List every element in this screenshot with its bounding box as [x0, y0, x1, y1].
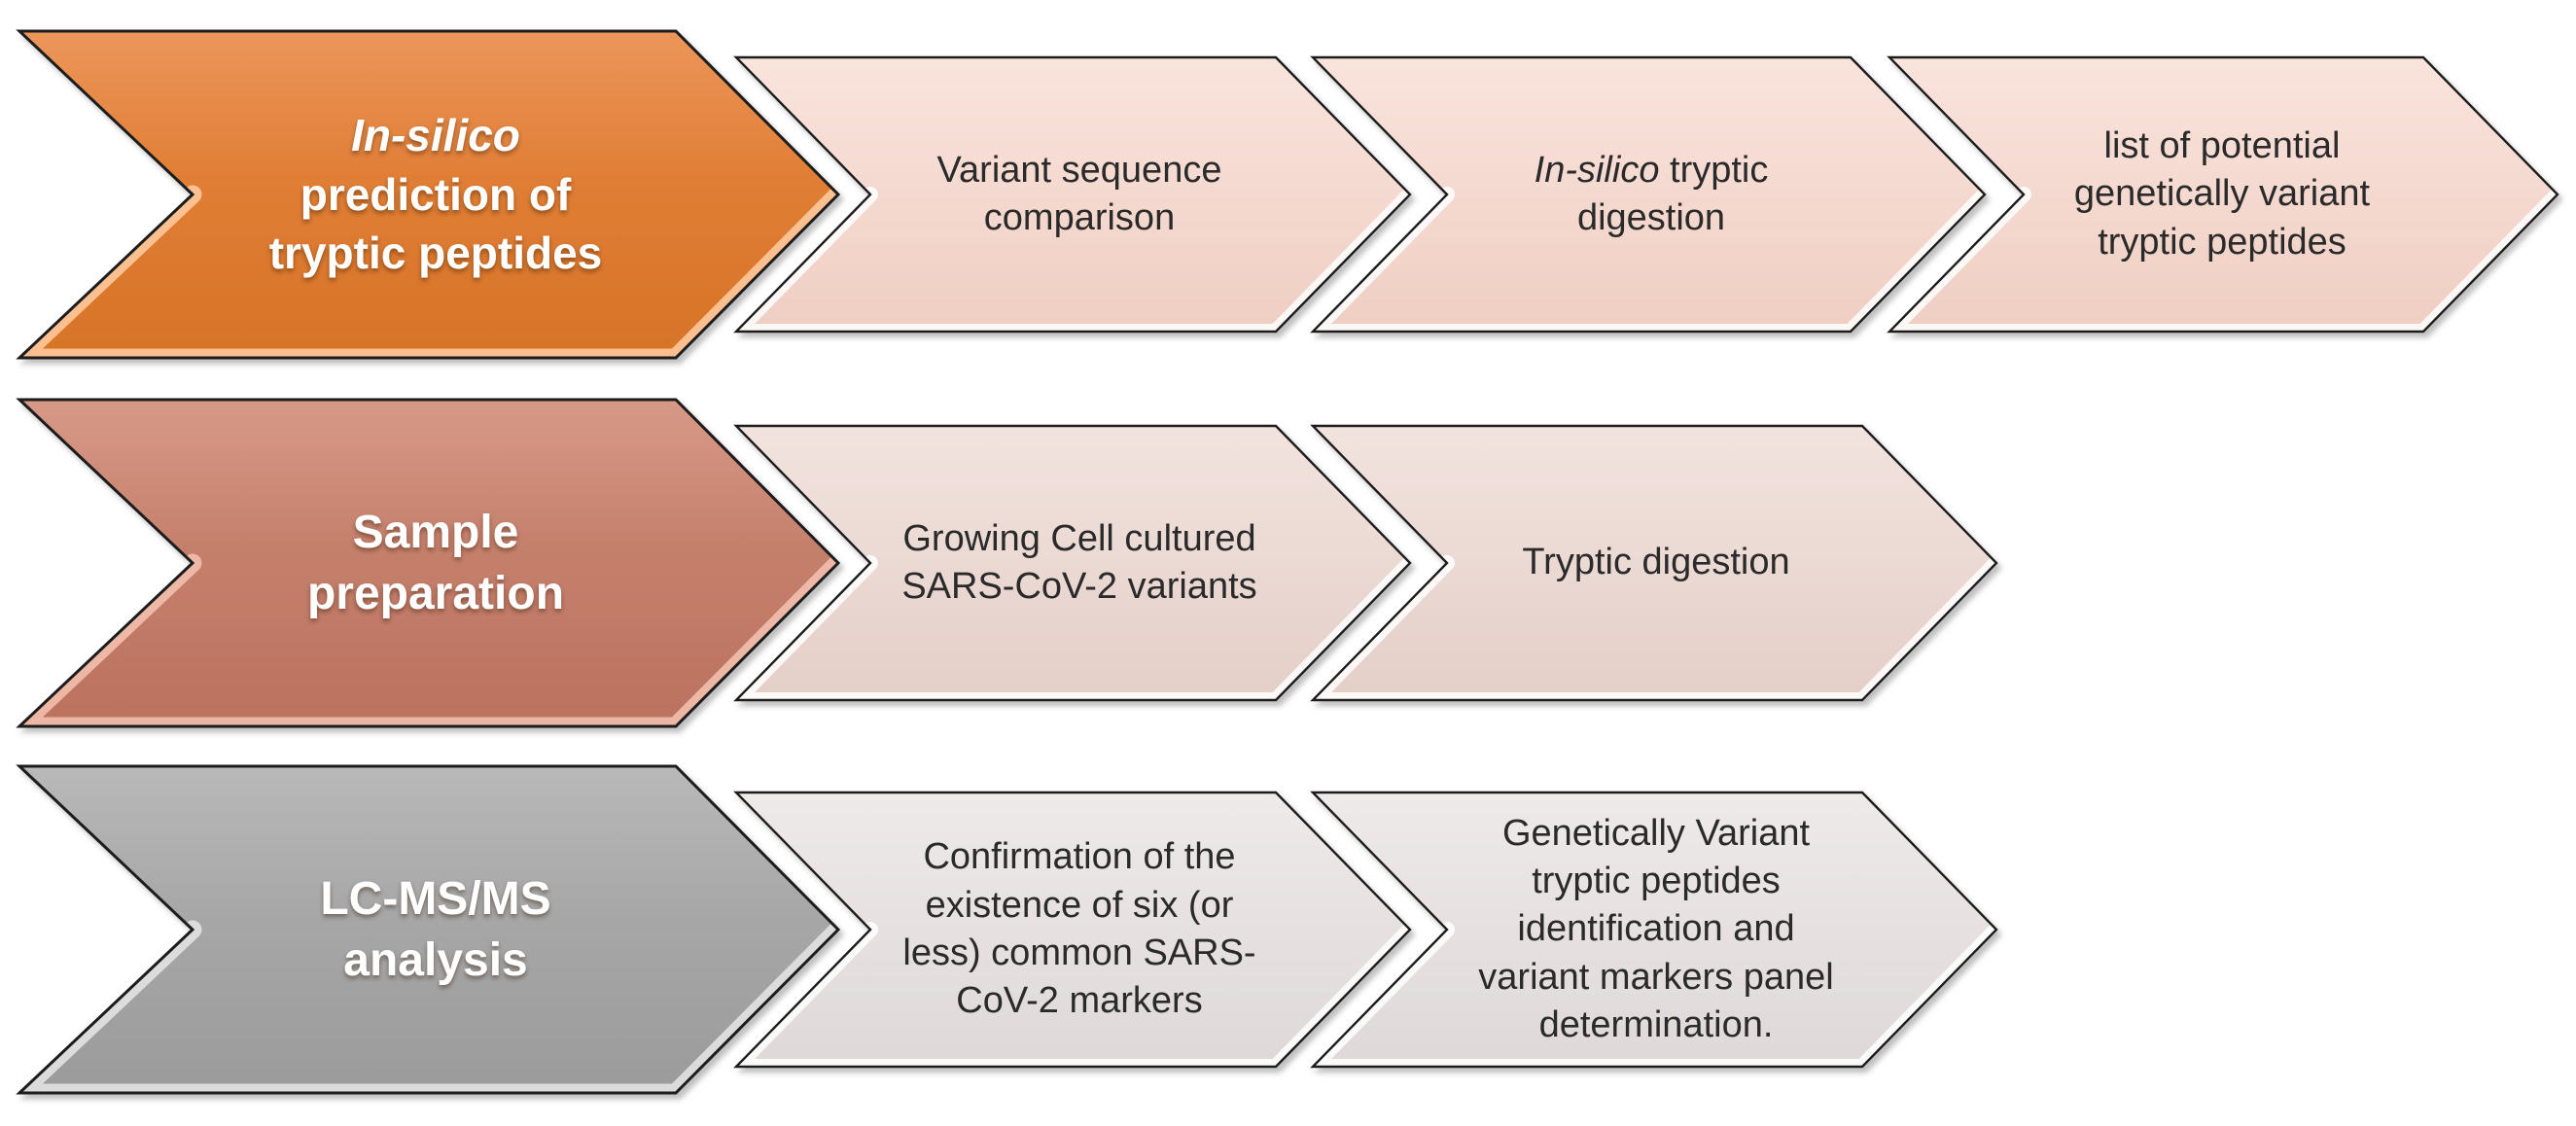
- step-label-text: Confirmation of the existence of six (or…: [875, 833, 1284, 1026]
- stage-chevron-lcmsms-analysis: [19, 766, 838, 1093]
- chevron-outline: [1310, 424, 1998, 702]
- step-potential-peptides-label: list of potential genetically variant tr…: [2028, 57, 2417, 332]
- step-chevron-variant-identification: [1313, 792, 1996, 1067]
- chevron-outline: [733, 55, 1412, 334]
- stage1-label-text: In-silico prediction of tryptic peptides: [173, 106, 698, 283]
- label-text: Confirmation of the existence of six (or…: [902, 836, 1256, 1022]
- step-label-text: Genetically Variant tryptic peptides ide…: [1442, 810, 1870, 1050]
- step-variant-sequence-label: Variant sequence comparison: [875, 57, 1284, 332]
- stage2-label: Sample preparation: [173, 400, 698, 726]
- stage3-label-text: LC-MS/MS analysis: [173, 868, 698, 992]
- step-label-text: list of potential genetically variant tr…: [2028, 123, 2417, 266]
- chevron-outline: [1887, 55, 2559, 334]
- chevron-outline: [1310, 791, 1998, 1069]
- step-chevron-growing-cell-cultures: [736, 426, 1410, 700]
- step-label-text: Variant sequence comparison: [875, 147, 1284, 243]
- label-text: tryptic digestion: [1576, 149, 1769, 238]
- stage2-label-text: Sample preparation: [173, 502, 698, 625]
- stage-chevron-insilico-prediction: [19, 31, 838, 358]
- step-chevron-variant-sequence-comparison: [736, 57, 1410, 332]
- label-text: prediction of tryptic peptides: [268, 168, 603, 279]
- label-text: LC-MS/MS analysis: [320, 872, 551, 986]
- chevron-outline: [733, 424, 1412, 702]
- step-variant-identification-label: Genetically Variant tryptic peptides ide…: [1442, 792, 1870, 1067]
- label-em: In-silico: [1534, 149, 1660, 191]
- step-chevron-insilico-tryptic-digestion: [1313, 57, 1985, 332]
- chevron-outline: [733, 791, 1412, 1069]
- step-label-text: Tryptic digestion: [1442, 539, 1870, 586]
- label-em: In-silico: [351, 109, 520, 160]
- chevron-outline: [1310, 55, 1987, 334]
- step-chevron-tryptic-digestion: [1313, 426, 1996, 700]
- label-text: Tryptic digestion: [1522, 542, 1790, 583]
- step-tryptic-digestion-label: Tryptic digestion: [1442, 426, 1870, 700]
- stage-chevron-sample-preparation: [19, 400, 838, 726]
- label-text: Growing Cell cultured SARS-CoV-2 variant…: [901, 517, 1257, 607]
- stage1-label: In-silico prediction of tryptic peptides: [173, 31, 698, 358]
- label-text: Sample preparation: [306, 506, 565, 619]
- label-text: Genetically Variant tryptic peptides ide…: [1478, 812, 1834, 1046]
- step-insilico-digestion-label: In-silico tryptic digestion: [1442, 57, 1860, 332]
- chevron-outline: [16, 764, 841, 1095]
- label-text: list of potential genetically variant tr…: [2073, 124, 2371, 263]
- chevron-outline: [16, 398, 841, 728]
- step-label-text: In-silico tryptic digestion: [1442, 147, 1860, 243]
- chevron-outline: [16, 29, 841, 360]
- label-text: Variant sequence comparison: [936, 149, 1222, 238]
- step-chevron-marker-confirmation: [736, 792, 1410, 1067]
- step-label-text: Growing Cell cultured SARS-CoV-2 variant…: [875, 515, 1284, 612]
- step-chevron-potential-variant-peptides: [1889, 57, 2558, 332]
- stage3-label: LC-MS/MS analysis: [173, 766, 698, 1093]
- step-growing-cells-label: Growing Cell cultured SARS-CoV-2 variant…: [875, 426, 1284, 700]
- step-marker-confirmation-label: Confirmation of the existence of six (or…: [875, 792, 1284, 1067]
